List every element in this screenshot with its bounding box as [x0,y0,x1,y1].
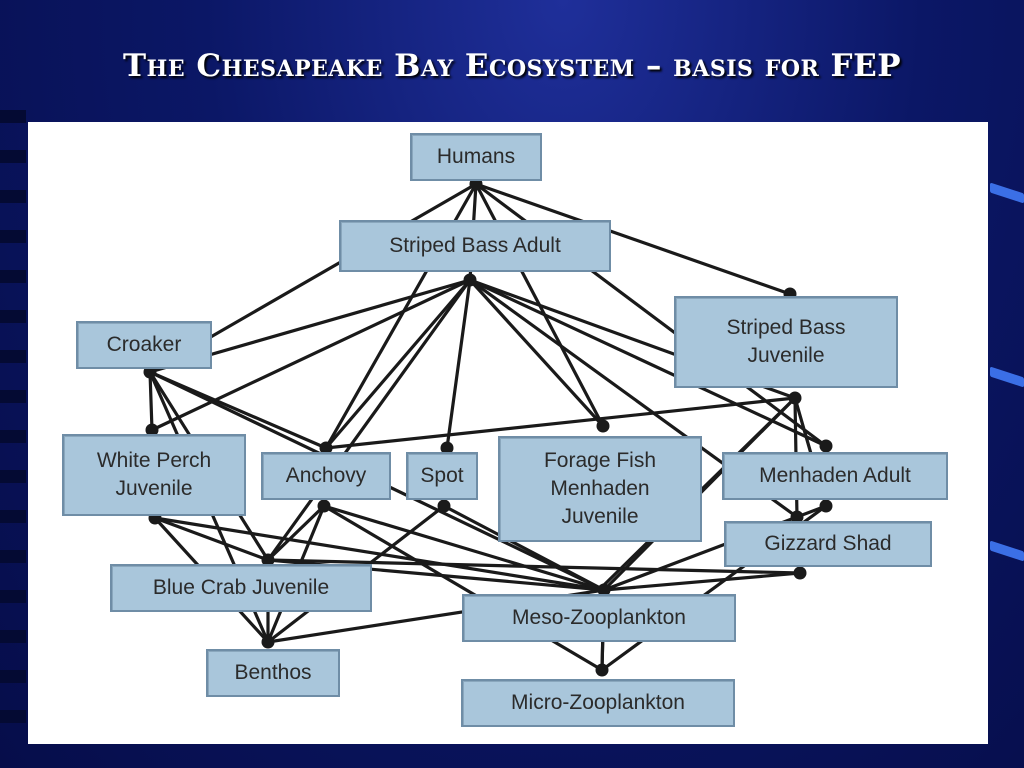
link-junction-dot [463,273,477,287]
link-junction-dot [819,499,833,513]
link-junction-dot [145,423,159,437]
food-web-link [442,504,606,592]
node-meso-zooplankton: Meso-Zooplankton [462,594,736,642]
food-web-link [445,278,472,450]
node-forage-fish-menhaden-juvenile: Forage Fish Menhaden Juvenile [498,436,702,542]
link-junction-dot [261,553,275,567]
link-junction-dot [317,499,331,513]
left-stripes-decoration [0,110,26,750]
link-junction-dot [597,583,611,597]
node-spot: Spot [406,452,478,500]
food-web-link [266,278,472,562]
link-junction-dot [595,663,609,677]
node-white-perch-juvenile: White Perch Juvenile [62,434,246,516]
food-web-link [266,558,802,575]
node-micro-zooplankton: Micro-Zooplankton [461,679,735,727]
food-web-link [324,396,797,450]
food-web-link [322,504,606,592]
link-junction-dot [261,635,275,649]
node-menhaden-adult: Menhaden Adult [722,452,948,500]
node-anchovy: Anchovy [261,452,391,500]
link-junction-dot [790,510,804,524]
food-web-link [148,370,154,432]
node-striped-bass-juvenile: Striped Bass Juvenile [674,296,898,388]
link-junction-dot [319,441,333,455]
food-web-link [153,516,270,562]
link-junction-dot [788,391,802,405]
slide-title: The Chesapeake Bay Ecosystem – basis for… [122,48,902,84]
food-web-link [468,278,828,448]
node-striped-bass-adult: Striped Bass Adult [339,220,611,272]
food-web-link [322,504,604,672]
link-junction-dot [793,566,807,580]
food-web-link [150,278,472,432]
food-web-link [468,278,605,428]
node-benthos: Benthos [206,649,340,697]
node-gizzard-shad: Gizzard Shad [724,521,932,567]
food-web-link [266,504,326,562]
link-junction-dot [437,499,451,513]
food-web-link [324,278,472,450]
link-junction-dot [596,419,610,433]
node-blue-crab-juvenile: Blue Crab Juvenile [110,564,372,612]
food-web-link [474,182,792,296]
node-croaker: Croaker [76,321,212,369]
food-web-link [602,504,828,592]
node-humans: Humans [410,133,542,181]
link-junction-dot [440,441,454,455]
link-junction-dot [819,439,833,453]
food-web-link [602,571,802,592]
